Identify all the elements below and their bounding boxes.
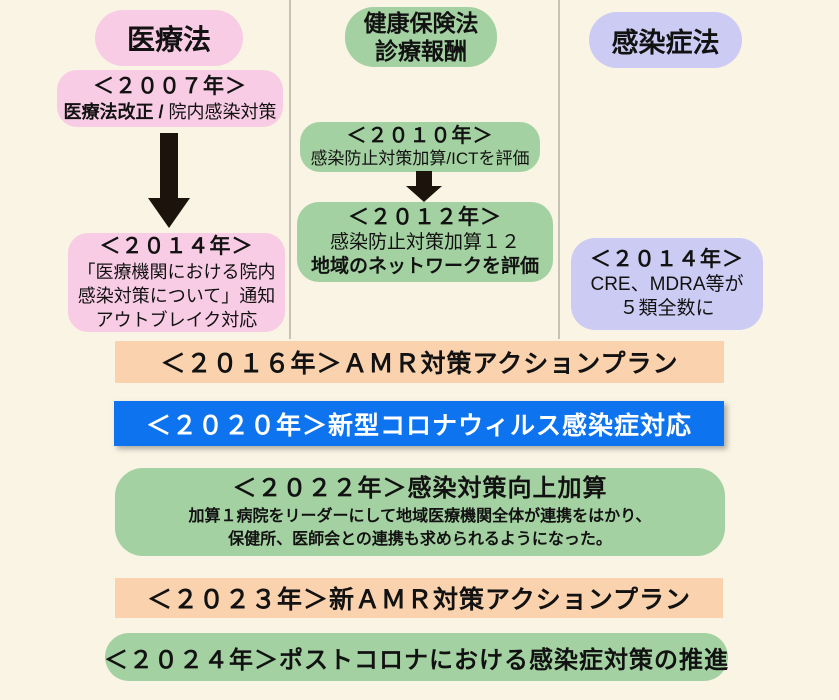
column-header-health-insurance: 健康保険法 診療報酬 xyxy=(345,7,497,67)
event-text-2007: 医療法改正 / 院内感染対策 xyxy=(63,100,276,124)
event-text-2014-infectious-line2: ５類全数に xyxy=(619,298,715,319)
column-header-infectious-disease-law-label: 感染症法 xyxy=(611,27,720,58)
event-text-2014-line3: アウトブレイク対応 xyxy=(95,309,258,330)
event-year-2014-medical: ＜２０１４年＞ xyxy=(99,234,254,258)
timeline-bar-2016: ＜２０１６年＞ＡＭＲ対策アクションプラン xyxy=(115,341,724,383)
event-box-2010: ＜２０１０年＞ 感染防止対策加算/ICTを評価 xyxy=(300,122,540,172)
event-text-2014-line1: 「医療機関における院内 xyxy=(77,261,276,282)
event-text-2007-rest: 院内感染対策 xyxy=(168,101,277,122)
timeline-bar-2020: ＜２０２０年＞新型コロナウィルス感染症対応 xyxy=(114,401,724,446)
event-year-2014-infectious: ＜２０１４年＞ xyxy=(590,248,744,271)
event-year-2007: ＜２００７年＞ xyxy=(93,74,247,98)
down-arrow-icon xyxy=(160,133,178,199)
column-divider-left xyxy=(289,0,291,339)
event-text-2010: 感染防止対策加算/ICTを評価 xyxy=(310,149,530,168)
timeline-bar-2024: ＜２０２４年＞ポストコロナにおける感染症対策の推進 xyxy=(104,633,729,681)
column-header-medical-law-label: 医療法 xyxy=(126,24,211,55)
column-header-health-insurance-line2: 診療報酬 xyxy=(375,38,467,64)
event-box-2012: ＜２０１２年＞ 感染防止対策加算１２ 地域のネットワークを評価 xyxy=(297,202,553,282)
column-header-health-insurance-line1: 健康保険法 xyxy=(363,10,479,36)
timeline-bar-2016-label: ＜２０１６年＞ＡＭＲ対策アクションプラン xyxy=(160,350,679,378)
timeline-bar-2024-label: ＜２０２４年＞ポストコロナにおける感染症対策の推進 xyxy=(104,646,729,674)
event-text-2012-line1: 感染防止対策加算１２ xyxy=(329,232,520,253)
event-text-2014-line2: 感染対策について」通知 xyxy=(77,285,276,306)
down-arrow-small-head-icon xyxy=(406,186,442,202)
timeline-bar-2022-title: ＜２０２２年＞感染対策向上加算 xyxy=(232,475,608,502)
event-text-2014-infectious-line1: CRE、MDRA等が xyxy=(590,274,744,295)
timeline-bar-2023-label: ＜２０２３年＞新ＡＭＲ対策アクションプラン xyxy=(146,586,691,614)
down-arrow-small-icon xyxy=(416,171,432,187)
timeline-bar-2022: ＜２０２２年＞感染対策向上加算 加算１病院をリーダーにして地域医療機関全体が連携… xyxy=(115,468,725,556)
event-box-2014-medical-law: ＜２０１４年＞ 「医療機関における院内 感染対策について」通知 アウトブレイク対… xyxy=(68,233,285,332)
event-box-2007-medical-law: ＜２００７年＞ 医療法改正 / 院内感染対策 xyxy=(57,70,283,127)
column-divider-right xyxy=(558,0,560,339)
event-text-2007-bold: 医療法改正 / xyxy=(63,101,169,122)
timeline-bar-2022-detail2: 保健所、医師会との連携も求められるようになった。 xyxy=(228,531,612,548)
event-text-2012-line2: 地域のネットワークを評価 xyxy=(310,256,539,277)
timeline-bar-2022-detail1: 加算１病院をリーダーにして地域医療機関全体が連携をはかり、 xyxy=(188,508,652,525)
timeline-bar-2023: ＜２０２３年＞新ＡＭＲ対策アクションプラン xyxy=(115,578,723,618)
event-year-2012: ＜２０１２年＞ xyxy=(348,206,502,229)
timeline-bar-2020-label: ＜２０２０年＞新型コロナウィルス感染症対応 xyxy=(145,411,692,440)
event-year-2010: ＜２０１０年＞ xyxy=(346,125,494,147)
down-arrow-head-icon xyxy=(148,198,190,228)
column-header-infectious-disease-law: 感染症法 xyxy=(589,12,742,68)
event-box-2014-infectious: ＜２０１４年＞ CRE、MDRA等が ５類全数に xyxy=(571,238,763,330)
column-header-medical-law: 医療法 xyxy=(95,10,243,66)
